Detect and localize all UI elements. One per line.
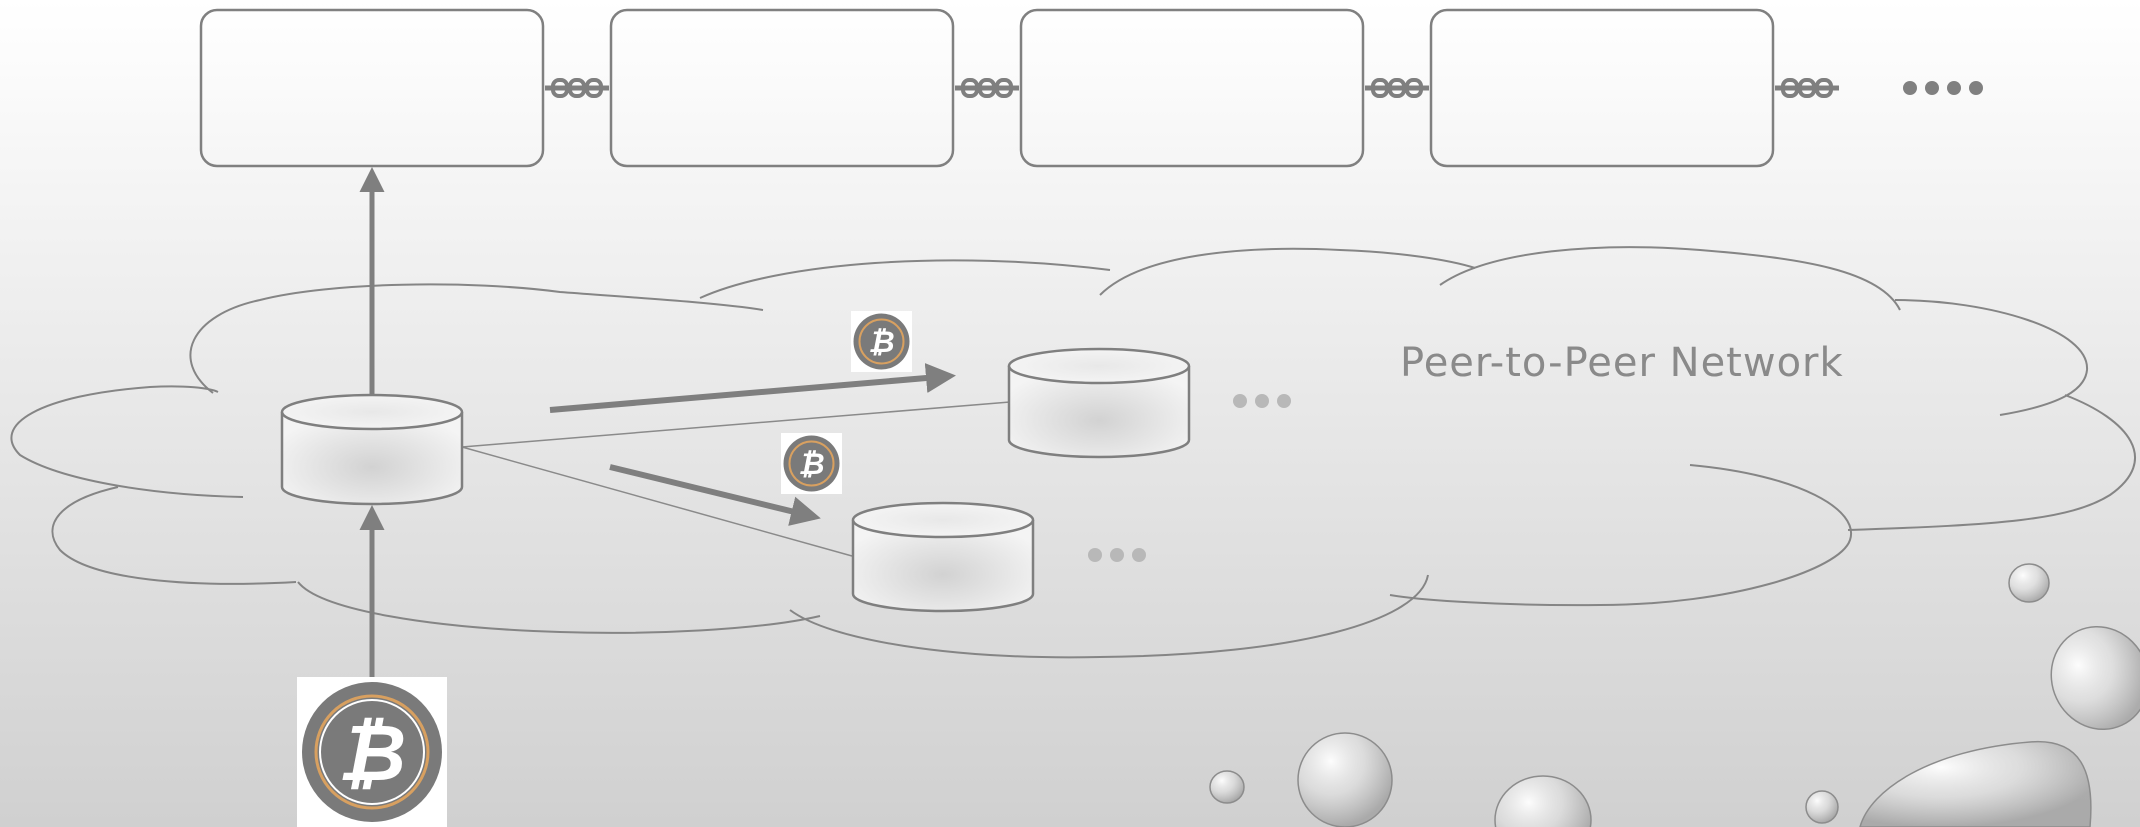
block-3 bbox=[1019, 8, 1365, 168]
blockchain-continuation bbox=[1903, 81, 1983, 95]
broadcast-arrow-1 bbox=[549, 363, 956, 413]
peer-connections bbox=[461, 401, 1011, 557]
node-origin bbox=[280, 393, 464, 506]
block-4 bbox=[1429, 8, 1775, 168]
water-drops bbox=[1209, 563, 2140, 827]
bitcoin-icon: ₿ bbox=[781, 433, 842, 494]
chain-link-icon bbox=[1775, 80, 1839, 96]
peer-1-continuation bbox=[1233, 394, 1291, 408]
network-label: Peer-to-Peer Network bbox=[1400, 340, 1844, 386]
water-drop bbox=[1494, 775, 1592, 827]
peer-2-continuation bbox=[1088, 548, 1146, 562]
bitcoin-symbol: ₿ bbox=[798, 447, 824, 482]
bitcoin-symbol: ₿ bbox=[868, 325, 894, 360]
broadcast-arrow-2 bbox=[609, 464, 821, 526]
flow-arrows bbox=[359, 167, 956, 678]
bitcoin-symbol: ₿ bbox=[338, 709, 406, 799]
water-drop bbox=[1209, 770, 1245, 804]
block-2 bbox=[609, 8, 955, 168]
chain-link-icon bbox=[955, 80, 1019, 96]
water-drop bbox=[1297, 732, 1393, 827]
water-drop bbox=[1805, 790, 1839, 824]
water-drop bbox=[1859, 740, 2092, 827]
network-cloud bbox=[10, 246, 2137, 659]
chain-link-icon bbox=[1365, 80, 1429, 96]
water-drop bbox=[2008, 563, 2050, 603]
blockchain bbox=[199, 8, 1983, 168]
node-peer-2 bbox=[851, 501, 1035, 613]
water-drop bbox=[2050, 625, 2140, 731]
block-1 bbox=[199, 8, 545, 168]
bitcoin-icon: ₿ bbox=[851, 311, 912, 372]
chain-link-icon bbox=[545, 80, 609, 96]
bitcoin-icon: ₿ bbox=[297, 677, 447, 827]
node-peer-1 bbox=[1007, 347, 1191, 459]
